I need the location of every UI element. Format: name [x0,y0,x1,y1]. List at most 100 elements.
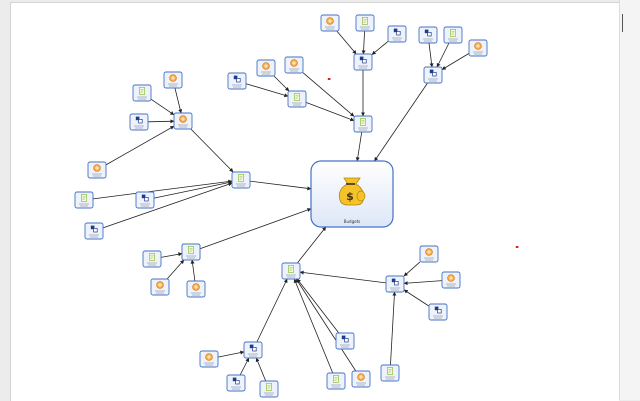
node-spend[interactable] [163,71,183,89]
node-caption-glyphs [248,353,258,357]
document-icon [238,174,244,182]
scroll-thumb[interactable] [622,14,623,32]
edge-n44-n33 [403,280,443,286]
node-spend[interactable] [186,280,206,298]
node-item[interactable] [428,303,448,321]
node-plan[interactable] [281,262,301,280]
node-caption-glyphs [423,38,433,42]
node-plan[interactable] [355,14,375,32]
edge-n45-n33 [390,291,397,366]
cube-icon [141,194,149,202]
edge-n40-n34 [293,278,334,374]
node-plan[interactable] [259,380,279,398]
cube-icon [434,306,442,314]
node-item[interactable] [129,113,149,131]
node-caption-glyphs [264,392,274,396]
node-spend[interactable] [441,271,461,289]
edge-n39-n34 [296,278,340,334]
node-plan[interactable] [231,171,251,189]
node-spend[interactable] [173,112,193,130]
node-item[interactable] [226,374,246,392]
node-item[interactable] [353,53,373,71]
cube-icon [90,225,98,233]
node-item[interactable] [335,332,355,350]
node-caption-glyphs [231,386,241,390]
node-caption-glyphs [89,234,99,238]
edge-n17-n19 [105,125,175,166]
edge-n2-n3 [371,41,389,55]
edge-n35-n34 [256,278,288,343]
edge-n11-n14 [441,53,470,70]
node-caption-glyphs [428,78,438,82]
node-caption-glyphs [204,362,214,366]
coin-icon [179,115,187,123]
node-caption-glyphs [92,173,102,177]
node-plan[interactable] [142,250,162,268]
node-spend[interactable] [256,59,276,77]
node-caption-glyphs [340,344,350,348]
edges-layer [92,30,470,382]
node-item[interactable] [423,66,443,84]
node-plan[interactable] [326,372,346,390]
node-plan[interactable] [181,243,201,261]
edge-n5-n7 [273,75,290,92]
vertical-scrollbar[interactable] [619,0,640,400]
cube-icon [424,29,432,37]
node-plan[interactable] [287,90,307,108]
node-plan[interactable] [380,364,400,382]
cube-icon [135,116,143,124]
node-spend[interactable] [468,39,488,57]
node-item[interactable] [227,72,247,90]
node-plan[interactable] [74,191,94,209]
node-plan[interactable] [132,84,152,102]
node-item[interactable] [418,26,438,44]
edge-n19-n18 [190,128,234,173]
node-spend[interactable] [351,370,371,388]
node-spend[interactable] [150,278,170,296]
edge-n7-n13 [305,102,355,122]
cube-icon [232,377,240,385]
document-icon [149,253,155,261]
node-spend[interactable] [87,161,107,179]
edge-n38-n35 [255,357,267,382]
node-spend[interactable] [199,350,219,368]
diagram-canvas[interactable]: $Budgets [10,2,619,401]
coin-icon [425,248,433,256]
node-item[interactable] [385,275,405,293]
node-item[interactable] [243,341,263,359]
node-spend[interactable] [284,56,304,74]
node-caption-glyphs [168,83,178,87]
node-caption-glyphs [360,26,370,30]
node-spend[interactable] [320,14,340,32]
coin-icon [290,59,298,67]
edge-n13-root [355,131,363,162]
markers-layer [327,78,519,248]
relationship-diagram[interactable]: $Budgets [11,3,619,401]
edge-n43-n33 [403,289,430,307]
node-caption-glyphs [178,124,188,128]
node-spend[interactable] [419,245,439,263]
nodes-layer: $Budgets [74,14,488,398]
edge-n24-n27 [160,252,183,258]
node-caption-glyphs [424,257,434,261]
node-plan[interactable] [443,26,463,44]
root-node[interactable]: $Budgets [310,160,394,228]
node-item[interactable] [84,222,104,240]
coin-icon [156,281,164,289]
edge-n14-root [374,82,428,162]
coin-icon [169,74,177,82]
node-caption-glyphs [147,262,157,266]
node-item[interactable] [387,25,407,43]
node-plan[interactable] [353,115,373,133]
edge-n33-n34 [299,270,387,284]
edge-n9-n14 [428,42,434,68]
cube-icon [429,69,437,77]
document-icon [333,375,339,383]
node-caption-glyphs [358,65,368,69]
node-item[interactable] [135,191,155,209]
document-icon [266,383,272,391]
document-icon [360,118,366,126]
node-caption-glyphs [448,38,458,42]
node-caption-glyphs [155,290,165,294]
